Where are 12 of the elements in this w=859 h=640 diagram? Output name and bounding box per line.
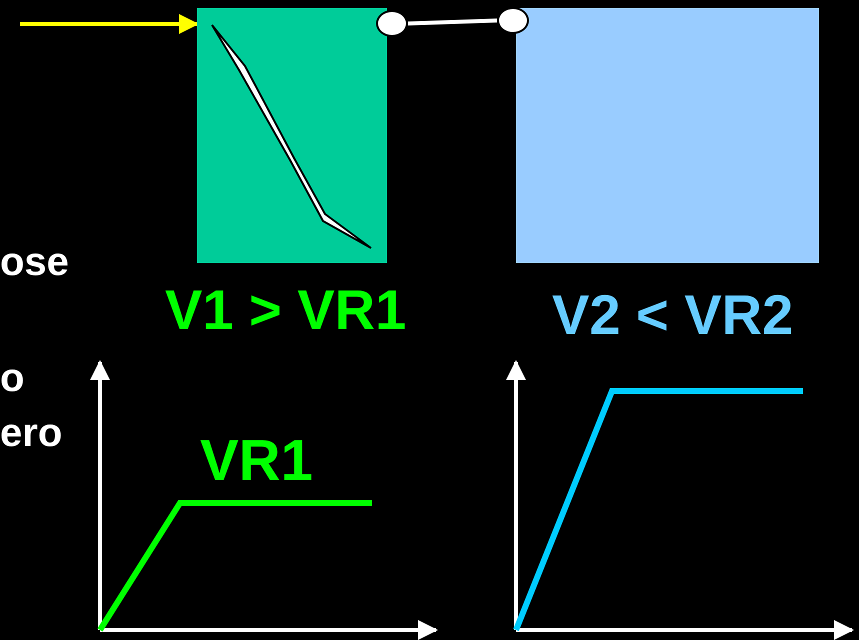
condition-text: V2 < VR2 (552, 287, 794, 343)
condition-text: V1 > VR1 (165, 282, 406, 338)
arrow (20, 14, 199, 34)
valve-box (197, 8, 387, 263)
tank-box (516, 8, 819, 263)
connector-line (408, 18, 498, 26)
joint-circle (497, 7, 529, 34)
curve-label: VR1 (200, 432, 313, 490)
text-fragment: o (0, 358, 24, 398)
text-fragment: ose (0, 242, 69, 282)
text-fragment: ero (0, 413, 62, 453)
joint-circle (376, 10, 408, 37)
